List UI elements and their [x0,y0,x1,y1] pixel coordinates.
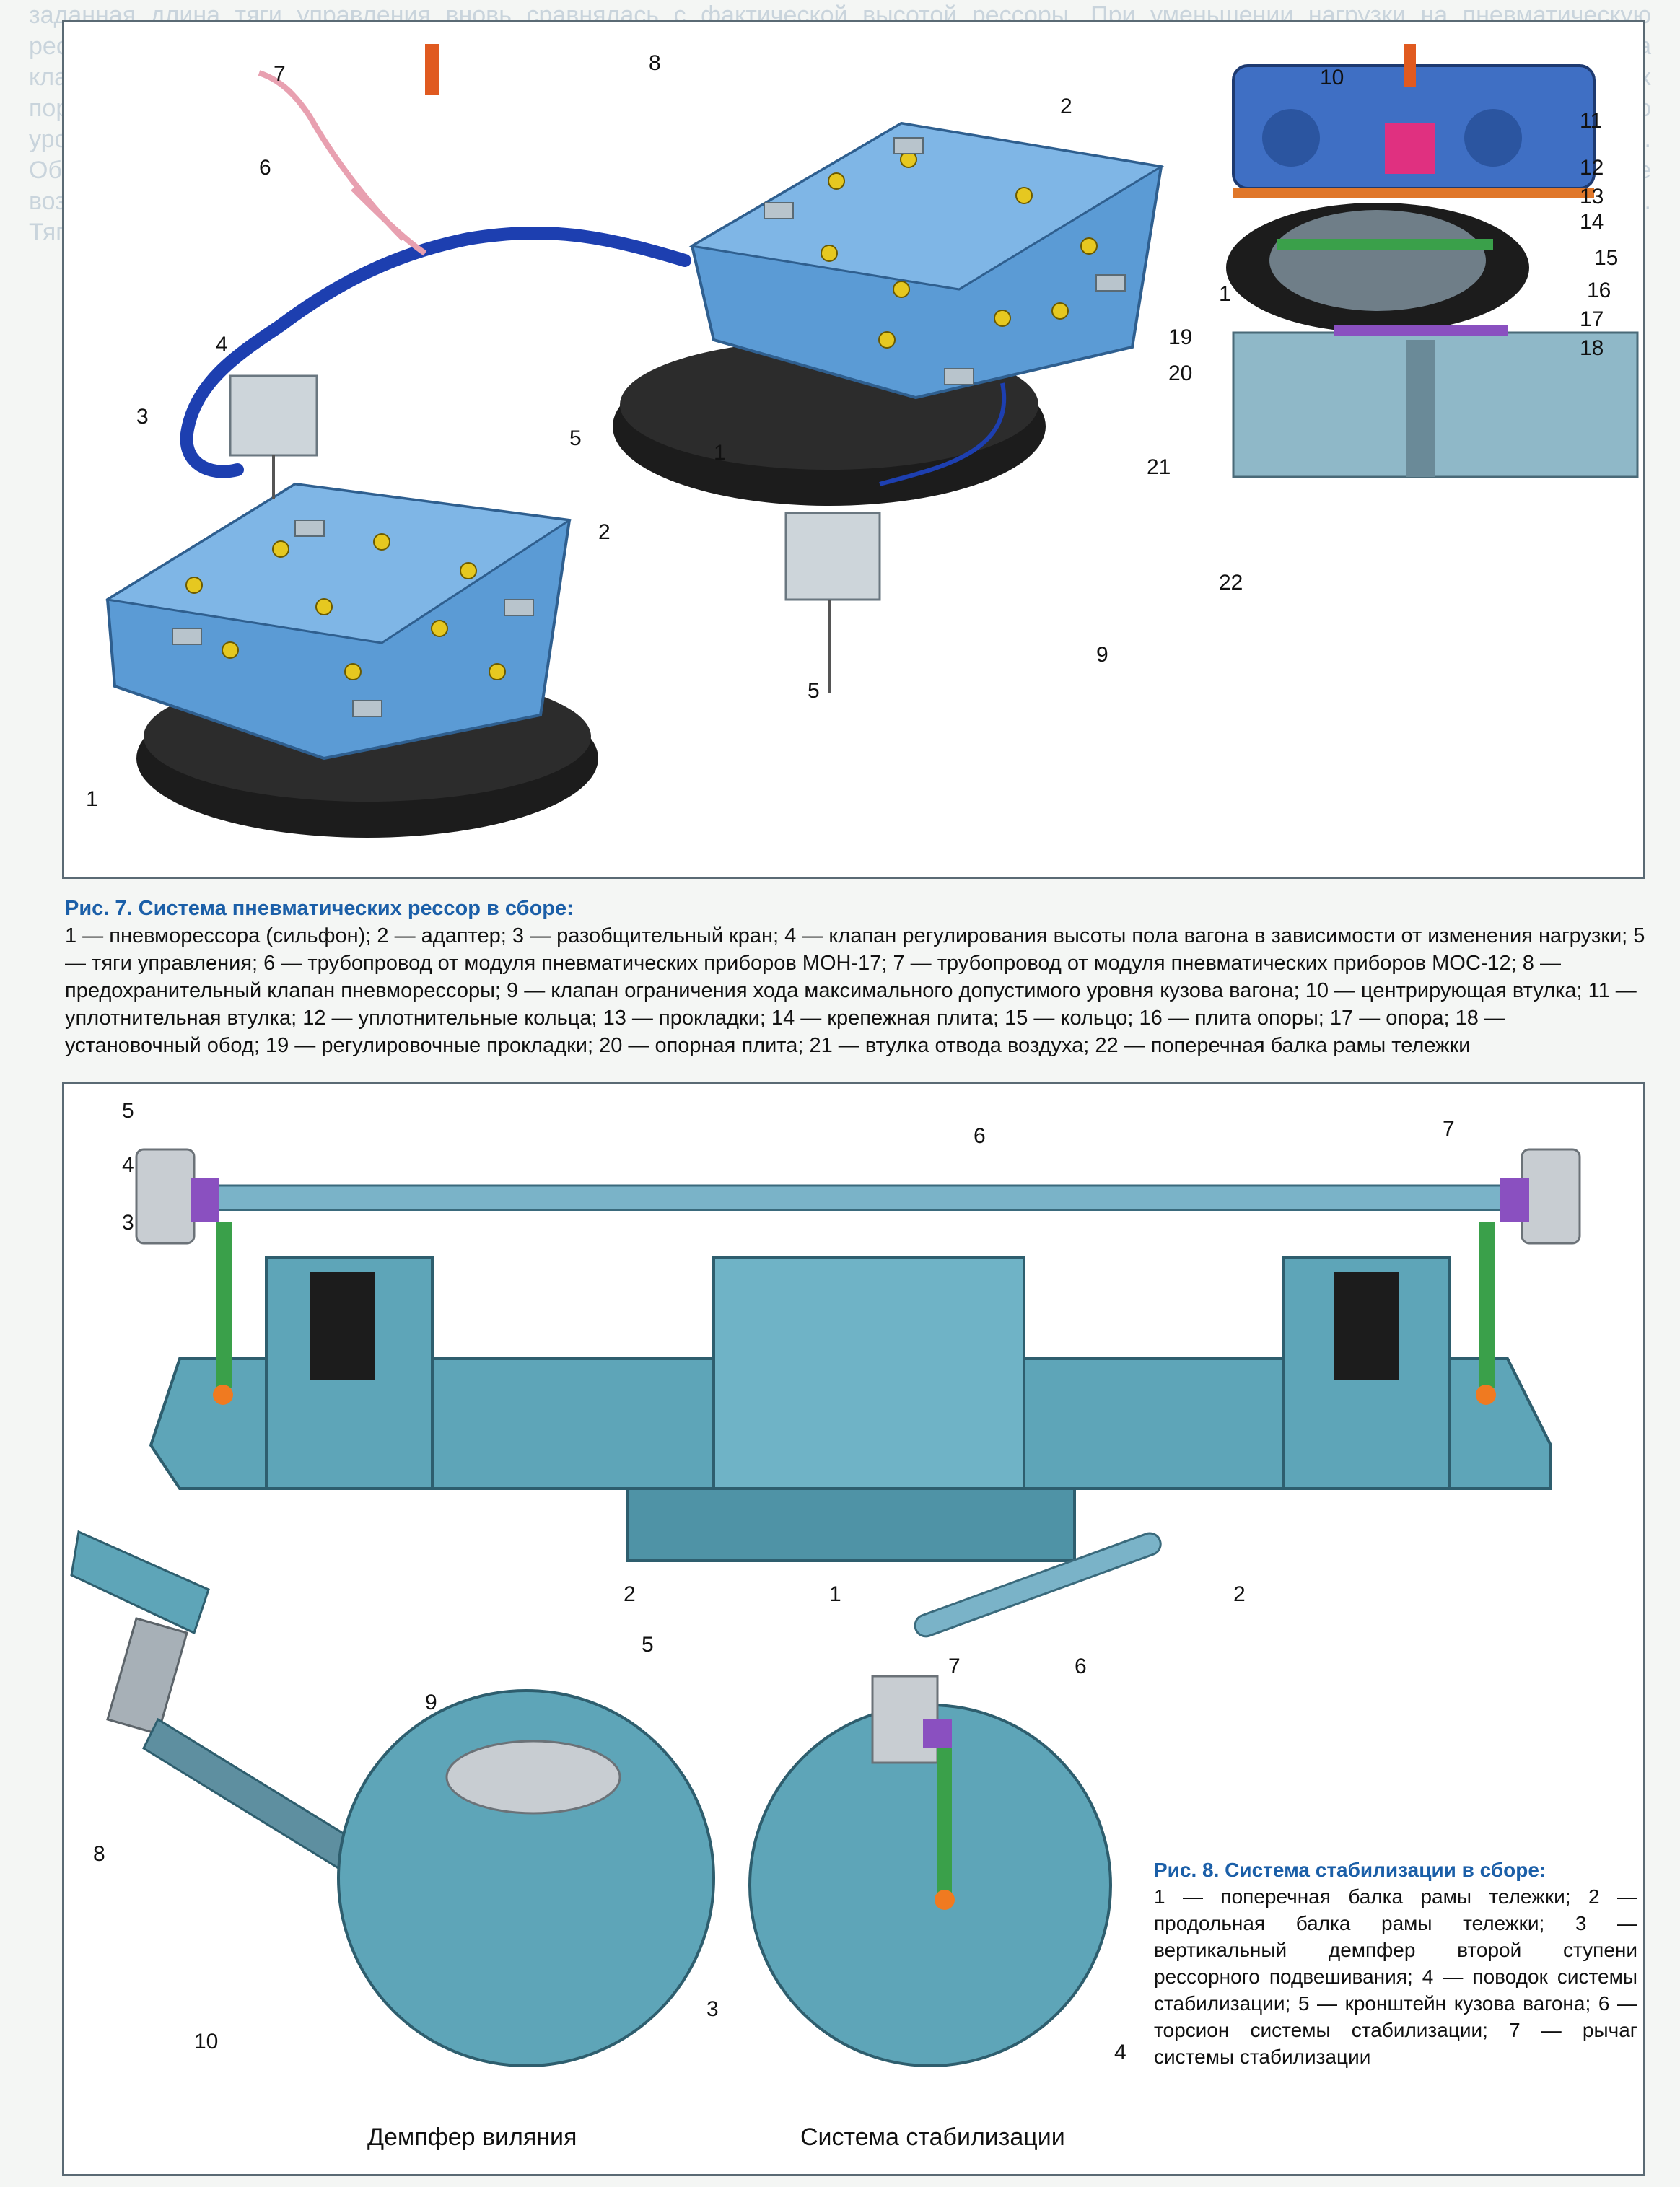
car-body-bracket-right [1521,1148,1581,1245]
callout-7: 7 [274,62,286,86]
figure-8-title: Рис. 8. Система стабилизации в сборе: [1154,1859,1546,1881]
yaw-damper-picture [70,1530,715,2067]
callout-3: 3 [122,1211,134,1235]
callout-9: 9 [1096,643,1108,667]
stabilizer-link-left [216,1222,232,1388]
callout-10: 10 [194,2030,219,2054]
callout-1: 1 [714,441,726,465]
torsion-bar [178,1184,1531,1211]
callout-10: 10 [1320,66,1344,89]
figure-8-caption: Рис. 8. Система стабилизации в сборе: 1 … [1154,1857,1637,2070]
air-spring-section-inset [1226,44,1639,478]
callout-5: 5 [642,1633,654,1657]
callout-19: 19 [1168,325,1193,349]
callout-21: 21 [1147,455,1171,479]
callout-20: 20 [1168,361,1193,385]
callout-6: 6 [974,1124,986,1148]
figure-7-caption: Рис. 7. Система пневматических рессор в … [65,895,1645,1059]
callout-9: 9 [425,1691,437,1714]
callout-4: 4 [1114,2041,1126,2064]
callout-2: 2 [1060,95,1072,118]
stabilization-system-label: Система стабилизации [800,2124,1065,2151]
callout-1: 1 [1219,282,1231,306]
stabilizer-link-right [1479,1222,1495,1388]
bogie-frame [149,1256,1552,1562]
limit-valve-box [784,512,881,601]
figure-7-illustration [104,44,1639,838]
callout-17: 17 [1580,307,1604,331]
car-body-bracket-left [135,1148,196,1245]
callout-6: 6 [1075,1655,1087,1678]
callout-8: 8 [649,51,661,75]
callout-8: 8 [93,1842,105,1866]
leveling-valve-box [229,374,318,457]
callout-2: 2 [598,520,611,544]
figure-8-illustration [70,1148,1581,2067]
figure-7-legend: 1 — пневморессора (сильфон); 2 — адаптер… [65,924,1645,1057]
figure-8-panel: 5 4 3 6 7 2 1 2 9 8 10 5 7 6 3 4 Демпфер… [62,1082,1645,2176]
callout-11: 11 [1580,109,1603,133]
callout-16: 16 [1587,279,1611,302]
callout-22: 22 [1219,571,1243,595]
callout-4: 4 [122,1153,134,1177]
callout-2: 2 [1233,1582,1246,1606]
callout-4: 4 [216,333,228,356]
callout-7: 7 [948,1655,961,1678]
stabilization-system-picture [748,1532,1162,2067]
callout-3: 3 [136,405,149,429]
callout-12: 12 [1580,156,1604,180]
callout-18: 18 [1580,336,1604,360]
callout-3: 3 [706,1997,719,2021]
callout-5: 5 [569,426,582,450]
callout-13: 13 [1580,185,1604,209]
air-pipe-blue [180,226,691,478]
callout-14: 14 [1580,210,1604,234]
figure-8-legend: 1 — поперечная балка рамы тележки; 2 — п… [1154,1885,1637,2068]
callout-1: 1 [829,1582,841,1606]
callout-5: 5 [808,679,820,703]
figure-7-panel: 1 1 1 2 2 3 4 5 5 6 7 8 9 10 11 12 13 14… [62,20,1645,879]
callout-2: 2 [624,1582,636,1606]
callout-1: 1 [86,787,98,811]
callout-15: 15 [1594,246,1619,270]
figure-7-title: Рис. 7. Система пневматических рессор в … [65,897,574,920]
yaw-damper-label: Демпфер виляния [367,2124,577,2151]
callout-5: 5 [122,1099,134,1123]
callout-6: 6 [259,156,271,180]
callout-7: 7 [1443,1117,1455,1141]
safety-valve [425,44,439,95]
